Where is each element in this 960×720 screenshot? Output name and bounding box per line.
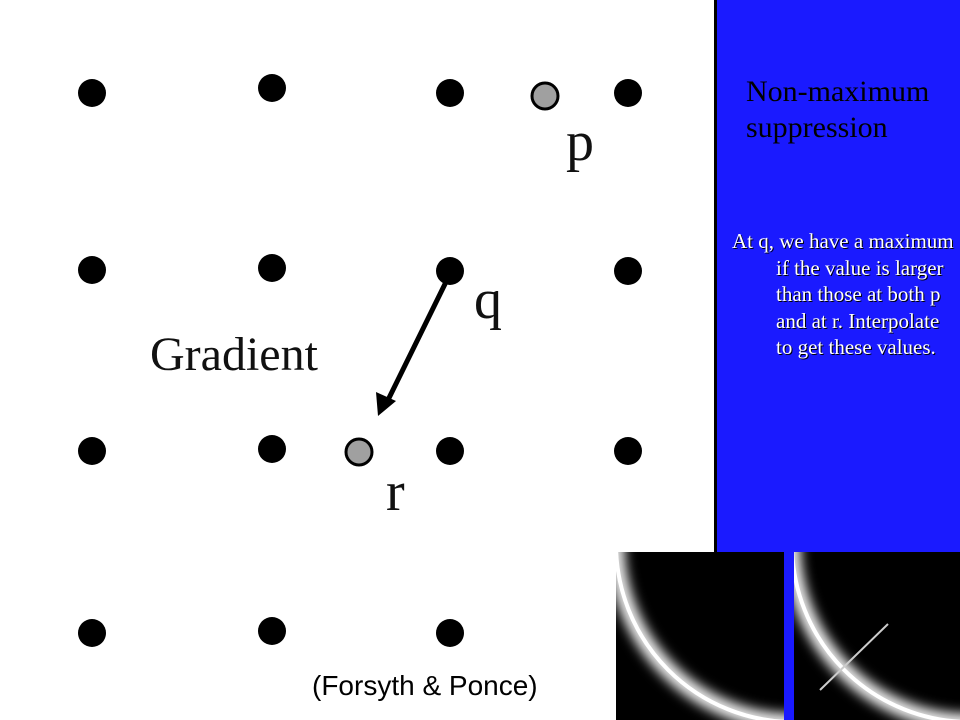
label-p: p xyxy=(566,111,594,173)
pixel-dot xyxy=(78,256,106,284)
pixel-dot xyxy=(78,619,106,647)
suppression-zoom-image xyxy=(794,552,960,720)
pixel-dot xyxy=(78,437,106,465)
interpolated-dot-r xyxy=(344,437,374,467)
pixel-grid-figure: p q r Gradient xyxy=(78,74,642,647)
interpolated-dot-p xyxy=(530,81,560,111)
label-r: r xyxy=(386,461,405,523)
pixel-dot xyxy=(436,437,464,465)
pixel-dot xyxy=(258,254,286,282)
pixel-dot xyxy=(614,257,642,285)
figure-panel: p q r Gradient xyxy=(0,0,717,720)
pixel-dot xyxy=(436,79,464,107)
slide-body-text: At q, we have a maximum if the value is … xyxy=(732,229,954,359)
gradient-magnitude-image xyxy=(616,552,784,720)
pixel-dot xyxy=(614,437,642,465)
label-gradient: Gradient xyxy=(150,328,319,381)
pixel-dot xyxy=(258,617,286,645)
pixel-dot xyxy=(614,79,642,107)
gradient-direction-line xyxy=(819,623,889,691)
gradient-arrow xyxy=(376,281,448,416)
figure-credit: (Forsyth & Ponce) xyxy=(312,670,538,701)
pixel-dot xyxy=(258,74,286,102)
label-q: q xyxy=(474,269,502,331)
pixel-dot-q xyxy=(436,257,464,285)
pixel-dot xyxy=(258,435,286,463)
pixel-grid xyxy=(78,74,642,647)
slide-title: Non-maximum suppression xyxy=(746,75,930,144)
pixel-dot xyxy=(436,619,464,647)
pixel-dot xyxy=(78,79,106,107)
